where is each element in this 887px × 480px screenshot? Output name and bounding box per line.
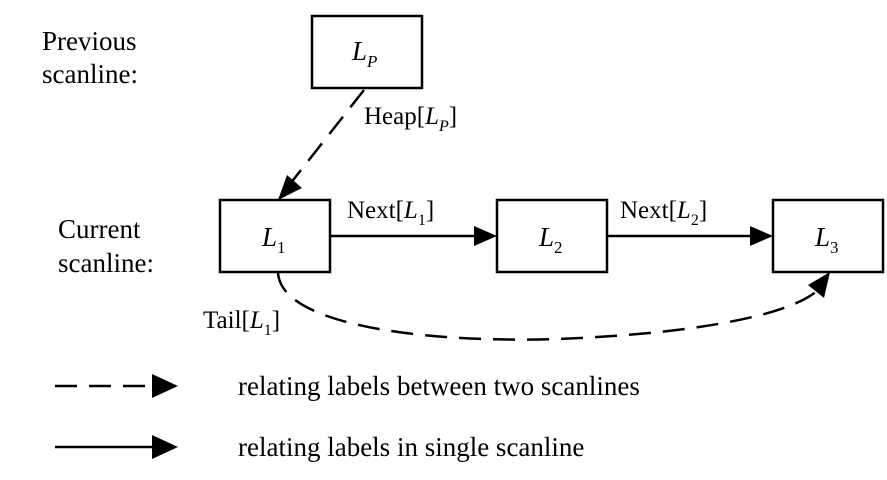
next-l2-arrowhead — [750, 226, 773, 246]
node-l3-label: L3 — [814, 222, 839, 257]
node-l2: L2 — [495, 198, 609, 274]
legend: relating labels between two scanlines re… — [55, 371, 640, 462]
heap-edge — [289, 89, 365, 185]
node-l2-label: L2 — [538, 222, 563, 257]
legend-dashed-label: relating labels between two scanlines — [238, 371, 640, 401]
heap-edge-label: Heap[LP] — [364, 103, 457, 135]
node-lp-label: LP — [351, 36, 377, 71]
next-l1-label: Next[L1] — [347, 197, 434, 229]
legend-solid-label: relating labels in single scanline — [238, 432, 584, 462]
tail-edge — [276, 271, 819, 341]
current-scanline-label: Current scanline: — [58, 214, 154, 278]
heap-edge-arrowhead — [278, 175, 302, 200]
next-l1-arrowhead — [474, 226, 497, 246]
node-lp: LP — [310, 14, 424, 90]
node-l3: L3 — [771, 198, 885, 274]
legend-solid-arrowhead — [152, 435, 178, 459]
previous-scanline-label: Previous scanline: — [42, 26, 143, 89]
tail-edge-label: Tail[L1] — [203, 307, 280, 339]
legend-dashed-arrowhead — [152, 374, 178, 398]
tail-edge-arrowhead — [808, 272, 830, 298]
node-l1-label: L1 — [261, 222, 286, 257]
node-l1: L1 — [218, 198, 332, 274]
next-l2-label: Next[L2] — [620, 197, 707, 229]
